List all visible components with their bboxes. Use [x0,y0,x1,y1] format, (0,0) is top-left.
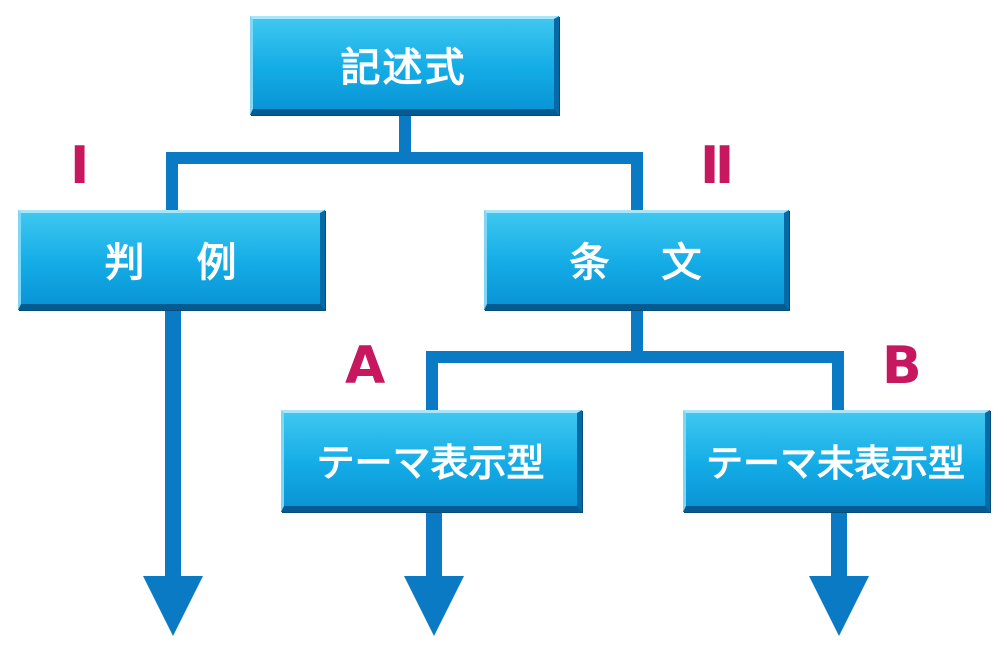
arrow-left-shaft [165,310,181,578]
branch-marker-i: Ⅰ [70,136,90,196]
arrow-a-shaft [426,512,442,578]
sub-branch-marker-a: A [345,336,386,396]
arrow-a-head [404,576,464,636]
sub-node-theme-displayed-label: テーマ表示型 [316,441,545,485]
sub-node-theme-not-displayed-label: テーマ未表示型 [706,441,965,485]
sub-branch-marker-b: B [882,336,922,396]
connector-sub-bar [426,351,844,412]
arrow-b-head [809,576,869,636]
branch-node-hanrei-label-left: 判 [104,239,145,286]
arrow-left-head [143,576,203,636]
root-node-label: 記述式 [340,45,467,91]
root-node: 記述式 [250,16,559,115]
arrow-b-shaft [831,512,847,578]
sub-node-theme-not-displayed: テーマ未表示型 [683,410,990,512]
branch-node-joubun-label-right: 文 [661,239,702,286]
branch-node-joubun: 条文 [484,210,789,310]
branch-node-hanrei: 判例 [18,210,325,310]
branch-node-hanrei-label-right: 例 [196,239,237,286]
branch-node-joubun-label-left: 条 [569,239,610,286]
sub-node-theme-displayed: テーマ表示型 [281,410,582,512]
branch-marker-ii: Ⅱ [700,136,735,196]
connector-root-bar [166,152,643,212]
